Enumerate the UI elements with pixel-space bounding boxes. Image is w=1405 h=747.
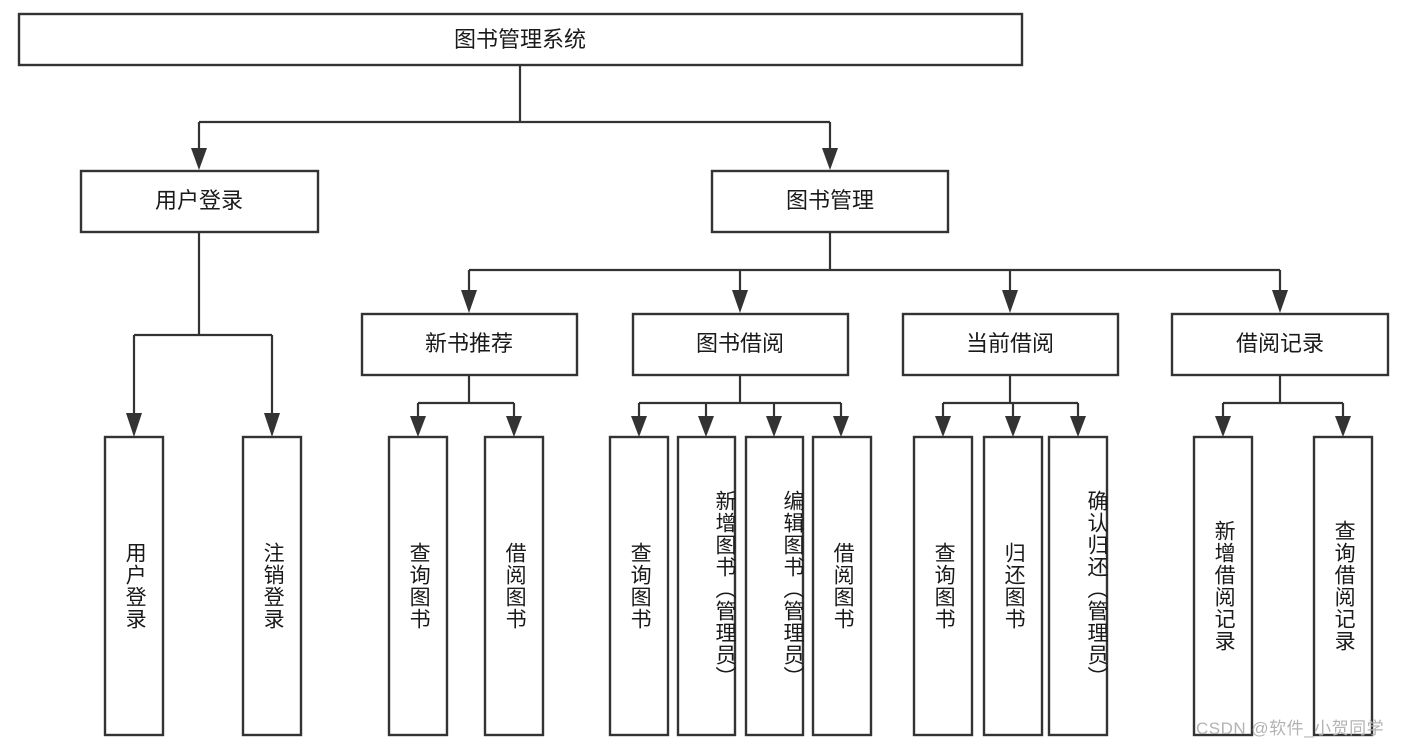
arrow-head-leaf-query-book-2 [631,416,647,437]
node-leaf-borrow-book-1[interactable] [483,435,545,737]
arrow-head-book-management [822,148,838,170]
arrow-head-leaf-query-book-3 [935,416,951,437]
watermark-text: CSDN @软件_小贺同学 [1196,719,1385,738]
arrow-head-leaf-confirm-return [1070,416,1086,437]
node-current-borrow[interactable] [901,312,1120,377]
node-leaf-borrow-book-2[interactable] [811,435,873,737]
node-layer: 图书管理系统 用户登录 图书管理 新书推荐 图书借阅 当前借阅 借阅记录 [17,12,1390,737]
node-user-login[interactable] [79,169,320,234]
node-leaf-query-record[interactable] [1312,435,1374,737]
node-new-book-recommend-label: 新书推荐 [425,331,513,356]
arrow-head-new-book-recommend [461,290,477,313]
arrow-head-leaf-borrow-book-2 [833,416,849,437]
arrow-head-leaf-add-book [698,416,714,437]
node-leaf-add-book[interactable] [676,435,737,737]
arrow-head-leaf-borrow-book-1 [506,416,522,437]
node-user-login-label: 用户登录 [155,188,243,213]
node-leaf-add-record[interactable] [1192,435,1254,737]
arrow-head-leaf-query-record [1335,416,1351,437]
arrow-head-leaf-user-login [126,413,142,437]
arrow-head-leaf-edit-book [766,416,782,437]
node-leaf-return-book[interactable] [982,435,1044,737]
arrow-head-book-borrow [732,290,748,313]
node-book-borrow[interactable] [631,312,850,377]
node-borrow-record-label: 借阅记录 [1236,331,1324,356]
node-root[interactable] [17,12,1024,67]
arrow-head-leaf-logout-login [264,413,280,437]
node-leaf-query-book-2[interactable] [608,435,670,737]
arrow-head-user-login [191,148,207,170]
node-current-borrow-label: 当前借阅 [966,331,1054,356]
arrow-head-current-borrow [1002,290,1018,313]
node-leaf-edit-book[interactable] [744,435,805,737]
arrow-head-leaf-query-book-1 [410,416,426,437]
node-book-borrow-label: 图书借阅 [696,331,784,356]
node-root-label: 图书管理系统 [454,27,586,52]
node-new-book-recommend[interactable] [360,312,579,377]
node-book-management[interactable] [710,169,950,234]
node-leaf-user-login[interactable] [103,435,165,737]
node-leaf-logout-login[interactable] [241,435,303,737]
node-book-management-label: 图书管理 [786,188,874,213]
arrow-head-borrow-record [1272,290,1288,313]
node-leaf-confirm-return[interactable] [1047,435,1109,737]
node-leaf-query-book-1[interactable] [387,435,449,737]
connector-layer [126,66,1351,437]
node-leaf-query-book-3[interactable] [912,435,974,737]
arrow-head-leaf-add-record [1215,416,1231,437]
node-borrow-record[interactable] [1170,312,1390,377]
arrow-head-leaf-return-book [1005,416,1021,437]
